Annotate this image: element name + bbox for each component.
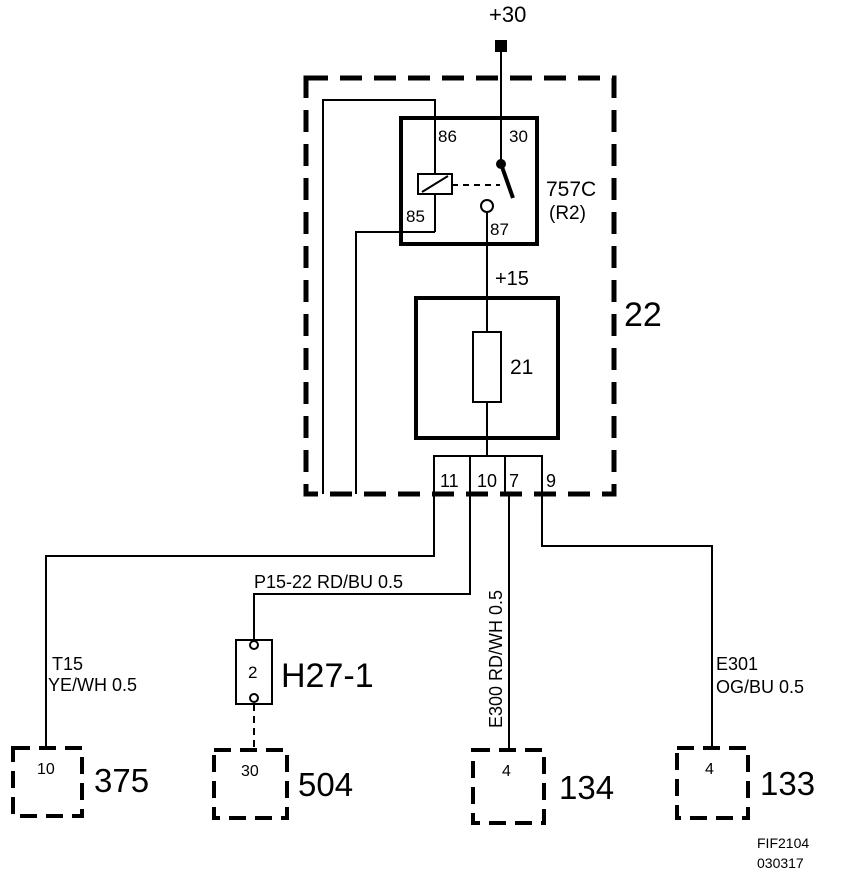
relay-pin-85: 85 bbox=[406, 207, 425, 226]
supply-terminal bbox=[495, 40, 507, 52]
box-pin-10: 10 bbox=[477, 471, 497, 491]
component-375-pin: 10 bbox=[37, 761, 55, 778]
component-504-label: 504 bbox=[298, 766, 353, 803]
relay-contact-87 bbox=[480, 199, 494, 213]
relay-757c bbox=[399, 116, 539, 246]
pin-header-frame bbox=[433, 455, 543, 494]
relay-sub: (R2) bbox=[549, 203, 586, 224]
box-22-label: 22 bbox=[624, 296, 662, 334]
wire-p15-label: P15-22 RD/BU 0.5 bbox=[254, 572, 403, 592]
wire-t15 bbox=[45, 494, 435, 750]
wire-e301-color: OG/BU 0.5 bbox=[716, 677, 804, 697]
connector-pin-top bbox=[249, 640, 259, 650]
component-133-label: 133 bbox=[760, 765, 815, 802]
component-504-pin: 30 bbox=[241, 763, 259, 780]
component-134-label: 134 bbox=[559, 769, 614, 806]
fuse-label: 21 bbox=[510, 356, 533, 379]
component-133-box bbox=[675, 746, 750, 820]
box-pin-11: 11 bbox=[440, 471, 459, 491]
component-133-pin: 4 bbox=[705, 761, 714, 778]
fuse-relay-box-22 bbox=[303, 75, 617, 497]
component-504-box bbox=[212, 748, 289, 820]
connector-name: H27-1 bbox=[281, 657, 374, 695]
wire-e300-label: E300 RD/WH 0.5 bbox=[486, 590, 506, 728]
wire-p15-22 bbox=[253, 494, 471, 640]
relay-coil-diagonal bbox=[421, 175, 449, 193]
component-375-box bbox=[11, 746, 84, 818]
figure-date: 030317 bbox=[757, 855, 804, 871]
wire-86-to-pin-11-route bbox=[322, 99, 436, 494]
wire-e301-code: E301 bbox=[716, 654, 758, 674]
wire-85-to-ground-route bbox=[355, 231, 435, 494]
box-pin-7: 7 bbox=[509, 471, 519, 491]
relay-name: 757C bbox=[546, 178, 596, 201]
fuse-21-icon bbox=[472, 331, 502, 403]
wire-t15-code: T15 bbox=[52, 654, 83, 674]
relay-switch-contact bbox=[499, 163, 515, 199]
connector-pin-bottom bbox=[249, 693, 259, 703]
component-134-pin: 4 bbox=[502, 763, 511, 780]
figure-code: FIF2104 bbox=[757, 835, 809, 851]
relay-pin-30: 30 bbox=[509, 127, 528, 146]
wire-t15-color: YE/WH 0.5 bbox=[48, 675, 137, 695]
relay-pin-87: 87 bbox=[490, 220, 509, 239]
supply-label: +30 bbox=[489, 2, 526, 27]
box-pin-9: 9 bbox=[546, 471, 556, 491]
relay-pin-86: 86 bbox=[438, 127, 457, 146]
component-375-label: 375 bbox=[94, 762, 149, 799]
wire-e301 bbox=[541, 494, 713, 750]
component-134-box bbox=[471, 748, 546, 825]
connector-pin-label: 2 bbox=[248, 663, 257, 682]
feed-label: +15 bbox=[495, 268, 529, 290]
